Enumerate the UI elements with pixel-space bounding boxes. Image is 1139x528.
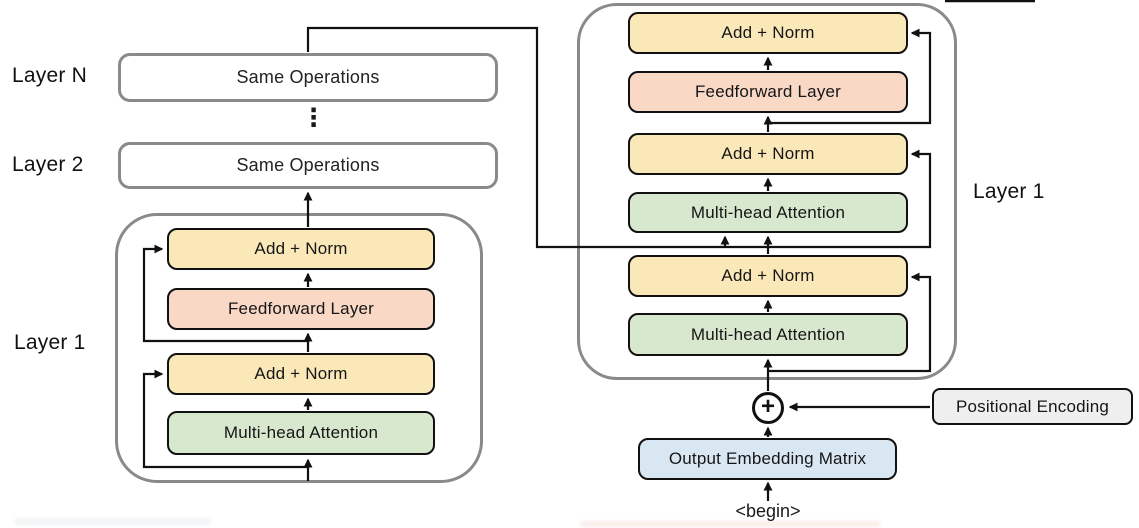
positional-encoding-block: Positional Encoding <box>932 388 1133 425</box>
decoder-add-norm-mid-block: Add + Norm <box>628 133 908 175</box>
encoder-layer-n-box: Same Operations <box>118 53 498 102</box>
encoder-layer-1-container <box>115 213 483 483</box>
artifact-smudge-left <box>15 518 210 525</box>
encoder-feedforward-block: Feedforward Layer <box>167 288 435 330</box>
output-embedding-matrix-block: Output Embedding Matrix <box>638 438 897 480</box>
encoder-attention-block: Multi-head Attention <box>167 411 435 455</box>
artifact-smudge-right <box>580 521 880 527</box>
decoder-cross-attention-block: Multi-head Attention <box>628 192 908 233</box>
decoder-self-attention-block: Multi-head Attention <box>628 313 908 356</box>
encoder-add-norm-top-block: Add + Norm <box>167 228 435 270</box>
decoder-feedforward-block: Feedforward Layer <box>628 71 908 113</box>
encoder-add-norm-bottom-block: Add + Norm <box>167 353 435 395</box>
add-positional-encoding-node: + <box>752 392 784 424</box>
decoder-add-norm-bottom-block: Add + Norm <box>628 255 908 297</box>
decoder-layer-1-label: Layer 1 <box>973 180 1045 203</box>
encoder-layer-n-label: Layer N <box>12 64 87 87</box>
encoder-layer-2-label: Layer 2 <box>12 153 84 176</box>
decoder-add-norm-top-block: Add + Norm <box>628 12 908 54</box>
begin-token-label: <begin> <box>735 501 801 521</box>
encoder-stack-ellipsis: ⋮ <box>301 104 326 132</box>
encoder-layer-1-label: Layer 1 <box>14 331 86 354</box>
encoder-layer-2-box: Same Operations <box>118 142 498 189</box>
